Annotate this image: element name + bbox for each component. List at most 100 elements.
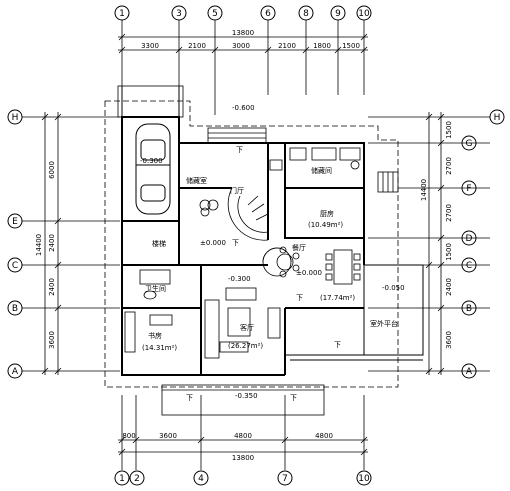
- roof-outline: [104, 100, 399, 388]
- dim-right-seg-3: 2700: [445, 204, 453, 222]
- row-label-left-C: C: [12, 261, 18, 271]
- dim-bottom-seg-3: 4800: [234, 432, 252, 440]
- car-icon: [135, 123, 171, 215]
- top-axis-bubbles: [114, 5, 372, 21]
- study-desk: [124, 311, 173, 353]
- room-kitchen-area: (10.49m²): [308, 221, 343, 229]
- dim-top-total: 13800: [232, 29, 254, 37]
- axis-label-bottom-1: 1: [119, 474, 125, 484]
- axis-label-bottom-2: 2: [134, 474, 140, 484]
- down-mark-terrace: 下: [334, 341, 341, 349]
- carport: [117, 85, 184, 118]
- row-label-right-D: D: [466, 234, 473, 244]
- dim-bottom-seg-4: 4800: [315, 432, 333, 440]
- level-bottom: -0.350: [235, 392, 258, 400]
- bottom-axis-bubbles: [114, 470, 372, 486]
- room-terrace: 室外平台: [370, 319, 398, 328]
- washbasins: [199, 199, 219, 217]
- top-axis-labels: 1 3 5 6 8 9 10: [119, 9, 370, 19]
- round-table: [276, 246, 300, 278]
- dim-top-seg-4: 2100: [278, 42, 296, 50]
- room-labels: 储藏室 门厅 储藏间 厨房 (10.49m²) 楼梯 卫生间 餐厅 (17.74…: [142, 166, 398, 352]
- dim-top-seg-2: 2100: [188, 42, 206, 50]
- room-dining: 餐厅: [292, 243, 306, 252]
- bottom-steps: [161, 384, 325, 416]
- dim-right-seg-6: 3600: [445, 331, 453, 349]
- dim-right-seg-1: 1500: [445, 121, 453, 139]
- terrace: [285, 264, 424, 361]
- kitchen-fixtures: [269, 147, 361, 171]
- living-furniture: [204, 287, 281, 359]
- down-mark-dining: 下: [296, 294, 303, 302]
- room-toilet: 卫生间: [145, 284, 166, 293]
- axis-label-top-10: 10: [358, 9, 370, 19]
- room-pantry: 储藏间: [311, 166, 332, 175]
- down-mark-bottom-right: 下: [290, 394, 297, 402]
- room-kitchen: 厨房: [320, 209, 334, 218]
- toilet-fixtures: [139, 269, 171, 300]
- level-garage: -0.300: [140, 157, 163, 165]
- room-foyer: 门厅: [230, 186, 244, 195]
- room-living-area: (26.27m²): [228, 342, 263, 350]
- dim-top-seg-5: 1800: [313, 42, 331, 50]
- right-row-bubbles: [461, 109, 505, 379]
- axis-label-bottom-10: 10: [358, 474, 370, 484]
- dim-left-total: 14400: [35, 234, 43, 256]
- bottom-axis-labels: 1 2 4 7 10: [119, 474, 370, 484]
- left-row-bubbles: [7, 109, 23, 379]
- row-label-left-A: A: [12, 367, 19, 377]
- axis-label-bottom-4: 4: [198, 474, 204, 484]
- top-steps: [207, 127, 267, 144]
- dim-right-total: 14400: [420, 179, 428, 201]
- axis-label-top-9: 9: [335, 9, 341, 19]
- axis-label-top-8: 8: [303, 9, 309, 19]
- room-study-area: (14.31m²): [142, 344, 177, 352]
- axis-label-top-3: 3: [176, 9, 182, 19]
- right-row-labels: H G F D C B A: [466, 113, 501, 377]
- left-row-labels: H E C B A: [12, 113, 19, 377]
- top-dimension-text: 13800 3300 2100 3000 2100 1800 1500: [141, 29, 360, 50]
- level-hall: ±0.000: [200, 239, 226, 247]
- row-label-left-H: H: [12, 113, 19, 123]
- level-living-upper: -0.300: [228, 275, 251, 283]
- stair: [227, 187, 269, 241]
- left-dimension-lines: [22, 112, 120, 375]
- axis-label-top-6: 6: [265, 9, 271, 19]
- dim-right-seg-2: 2700: [445, 157, 453, 175]
- side-steps: [377, 171, 399, 193]
- left-dimension-text: 14400 6000 2400 2400 3600: [35, 161, 56, 349]
- row-label-right-B: B: [466, 304, 472, 314]
- dim-left-seg-3: 2400: [48, 278, 56, 296]
- down-marks: 下 下 下 下 下 下: [186, 146, 341, 402]
- dim-bottom-total: 13800: [232, 454, 254, 462]
- level-dining: ±0.000: [296, 269, 322, 277]
- top-dimension-lines: [118, 20, 368, 115]
- dim-top-seg-1: 3300: [141, 42, 159, 50]
- down-mark-hall: 下: [232, 239, 239, 247]
- dim-left-seg-4: 3600: [48, 331, 56, 349]
- dim-bottom-seg-1: 800: [122, 432, 135, 440]
- dim-left-seg-2: 2400: [48, 234, 56, 252]
- level-markers: -0.600 -0.300 ±0.000 -0.300 ±0.000 -0.05…: [140, 104, 405, 400]
- bottom-dimension-lines: [118, 395, 368, 470]
- row-label-left-E: E: [12, 217, 18, 227]
- axis-label-bottom-7: 7: [282, 474, 288, 484]
- dim-right-seg-5: 2400: [445, 278, 453, 296]
- room-living: 客厅: [240, 323, 254, 332]
- level-terrace: -0.050: [382, 284, 405, 292]
- axis-label-top-5: 5: [212, 9, 218, 19]
- level-top: -0.600: [232, 104, 255, 112]
- row-label-right-C: C: [466, 261, 472, 271]
- row-label-right-F: F: [466, 184, 471, 194]
- row-label-right-A: A: [466, 367, 473, 377]
- dim-left-seg-1: 6000: [48, 161, 56, 179]
- row-label-right-H: H: [494, 113, 501, 123]
- dining-table: [325, 249, 361, 285]
- row-label-right-G: G: [466, 139, 473, 149]
- axis-label-top-1: 1: [119, 9, 125, 19]
- room-stair: 楼梯: [152, 239, 166, 248]
- row-label-left-B: B: [12, 304, 18, 314]
- dim-right-seg-4: 1500: [445, 243, 453, 261]
- dim-bottom-seg-2: 3600: [159, 432, 177, 440]
